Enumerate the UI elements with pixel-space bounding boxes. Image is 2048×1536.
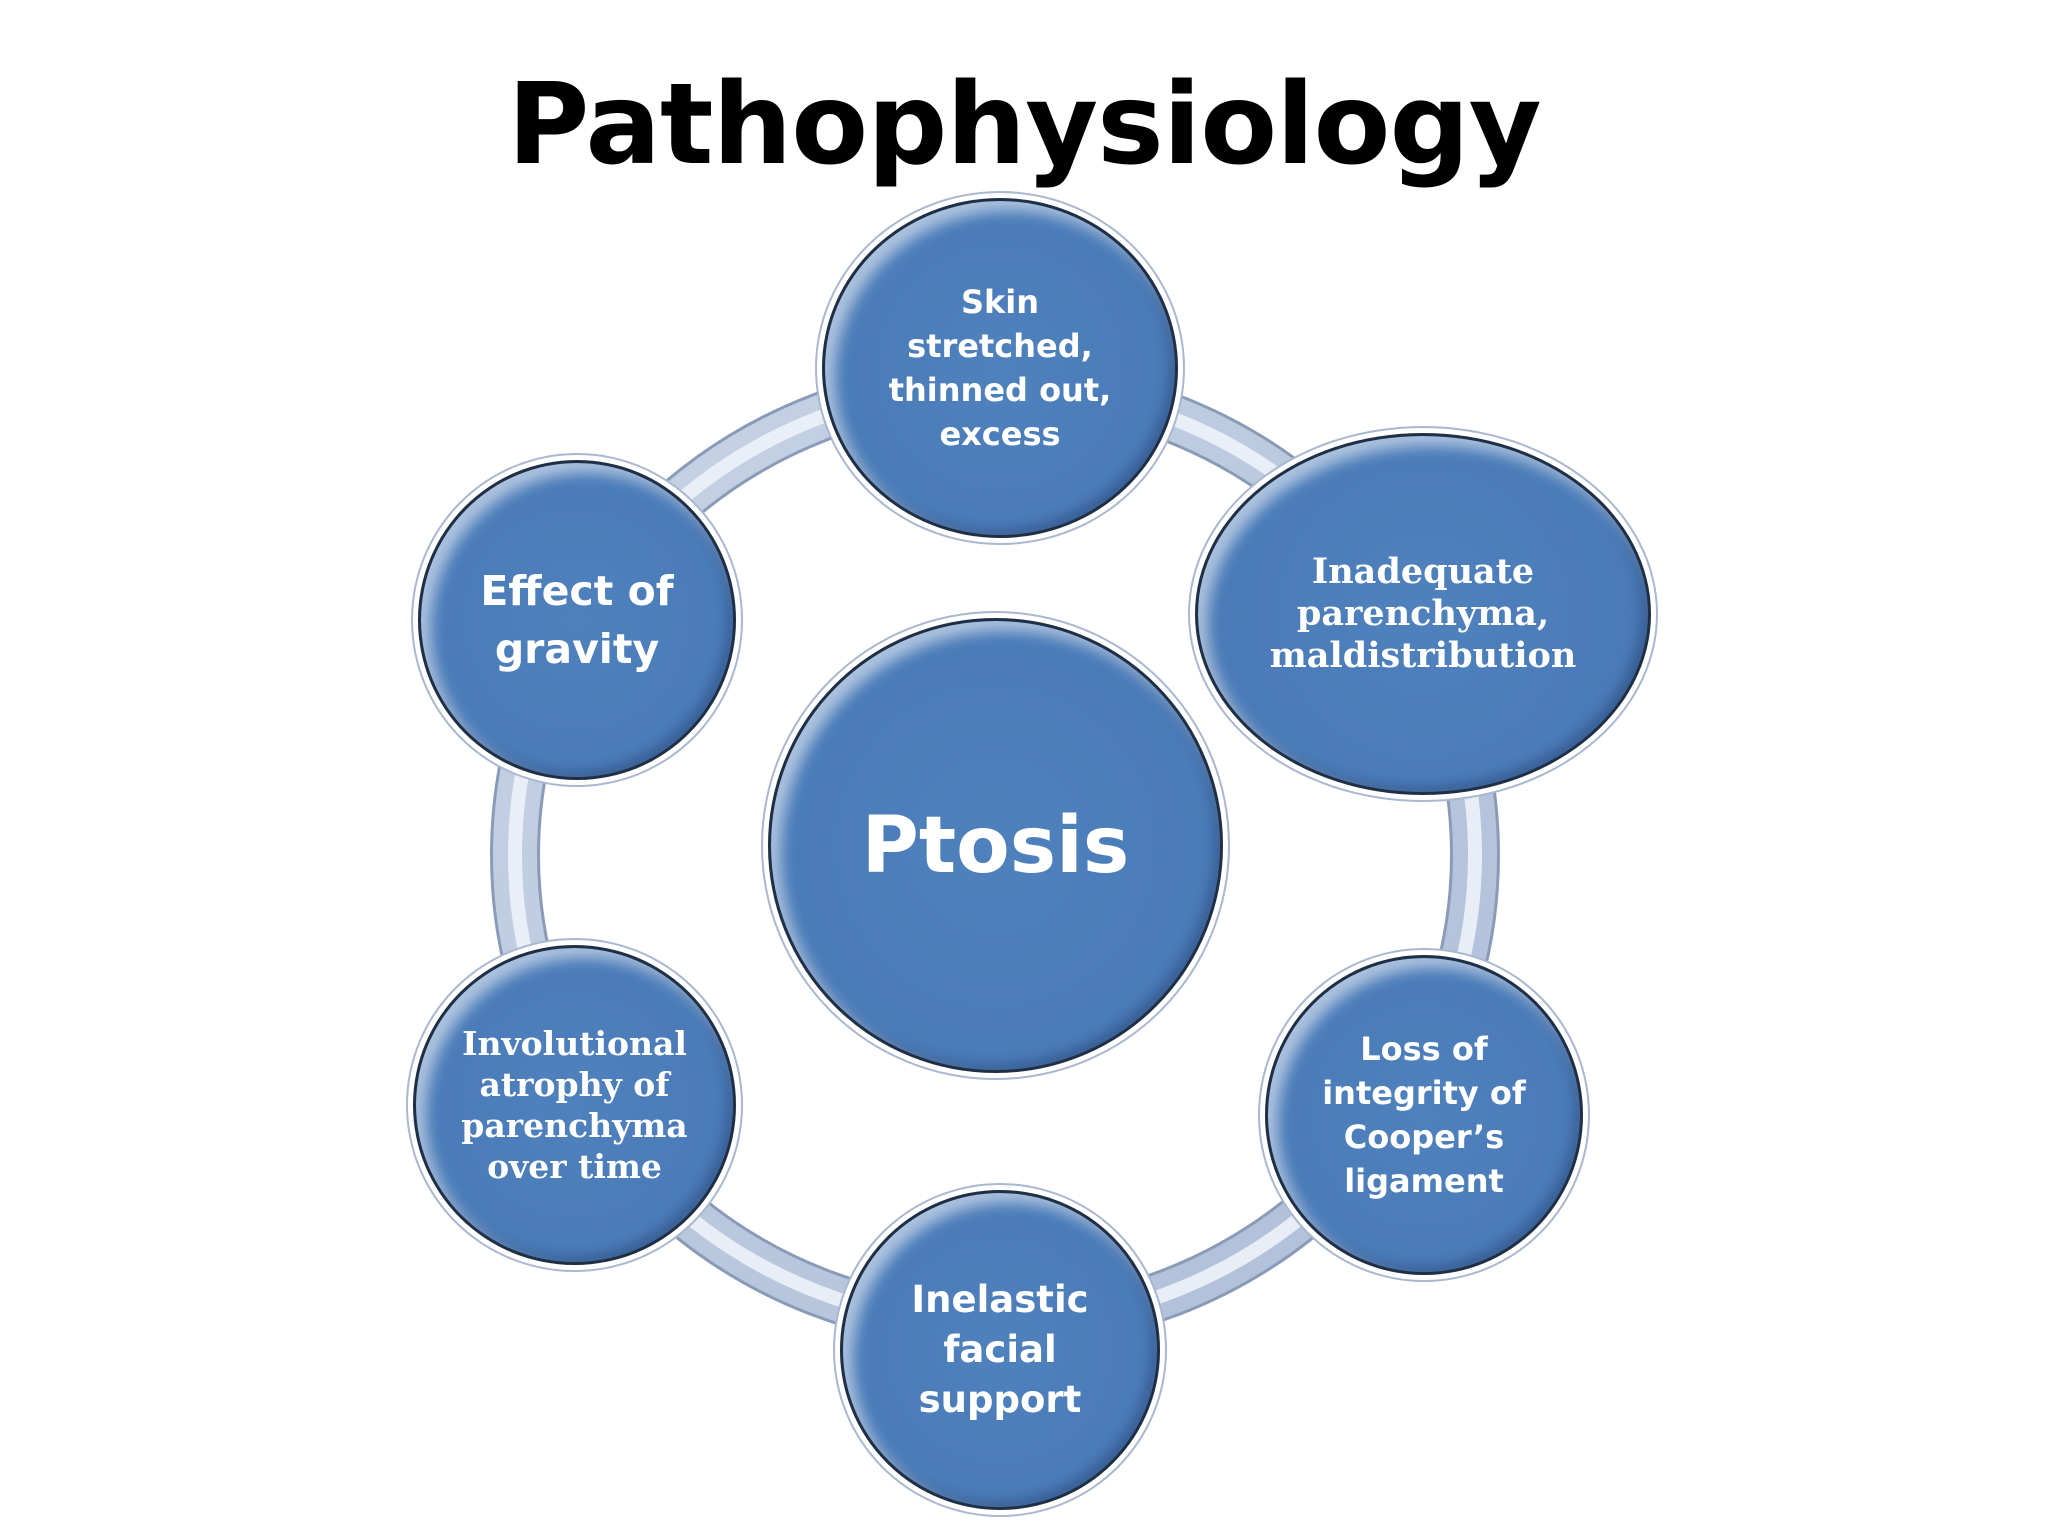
node-label: Inadequate parenchyma, maldistribution: [1269, 551, 1577, 676]
node-coopers-ligament: Loss of integrity of Cooper’s ligament: [1265, 955, 1583, 1275]
node-inelastic-facial-support: Inelastic facial support: [840, 1190, 1160, 1510]
node-label: Effect of gravity: [480, 567, 674, 673]
node-involutional-atrophy: Involutional atrophy of parenchyma over …: [413, 945, 736, 1265]
center-node-ptosis: Ptosis: [768, 618, 1223, 1073]
node-label: Loss of integrity of Cooper’s ligament: [1322, 1030, 1526, 1200]
node-label: Skin stretched, thinned out, excess: [888, 283, 1112, 453]
page-title: Pathophysiology: [507, 60, 1541, 190]
node-label: Involutional atrophy of parenchyma over …: [461, 1024, 688, 1186]
node-label: Inelastic facial support: [911, 1278, 1089, 1421]
node-inadequate-parenchyma: Inadequate parenchyma, maldistribution: [1195, 433, 1651, 795]
node-skin-stretched: Skin stretched, thinned out, excess: [822, 198, 1178, 538]
center-node-label: Ptosis: [861, 800, 1130, 891]
node-effect-of-gravity: Effect of gravity: [418, 460, 736, 780]
